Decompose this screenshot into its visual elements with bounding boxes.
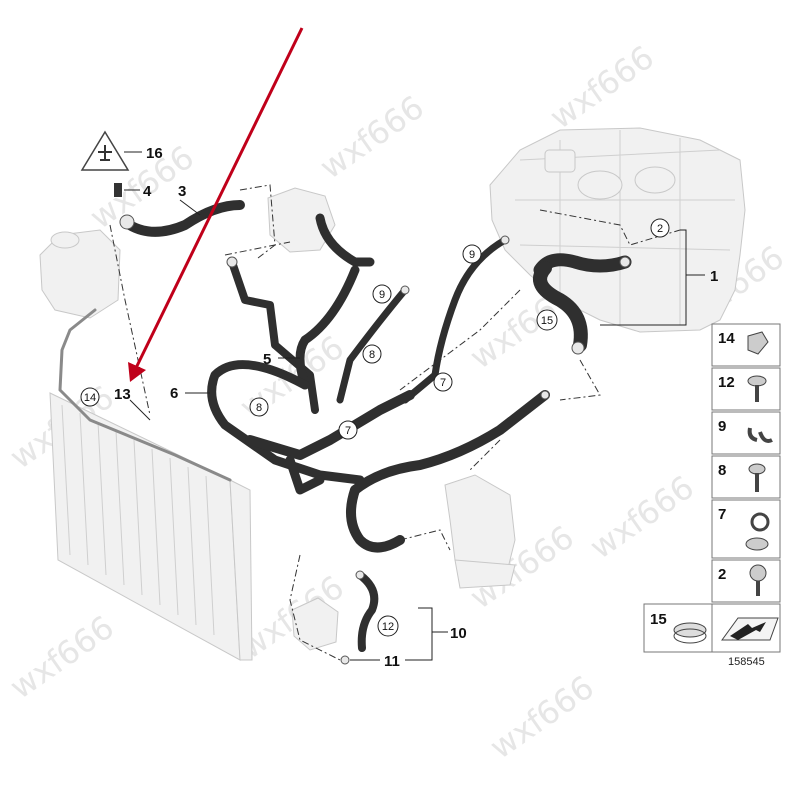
legend-item-9: 9 [711, 411, 781, 455]
svg-text:7: 7 [345, 425, 351, 437]
svg-text:12: 12 [382, 621, 394, 633]
callout-11: 11 [384, 653, 400, 670]
legend-item-2: 2 [711, 559, 781, 603]
svg-text:9: 9 [379, 289, 385, 301]
fluid-drop-icon [98, 145, 112, 161]
callout-7-center: 7 [338, 420, 358, 440]
pointer-arrow-icon [730, 622, 766, 640]
radiator [49, 392, 253, 661]
callout-16: 16 [146, 145, 163, 162]
svg-text:14: 14 [718, 330, 735, 347]
expansion-tank [39, 229, 121, 319]
engine-block [489, 127, 746, 333]
legend-item-14: 14 [711, 323, 781, 367]
svg-text:wxf666: wxf666 [313, 88, 431, 186]
electric-pump [291, 597, 339, 651]
aux-water-pump [444, 474, 516, 589]
svg-text:2: 2 [718, 566, 726, 583]
callout-9-left: 9 [372, 284, 392, 304]
callout-13: 13 [114, 386, 131, 403]
hose-clamps [119, 214, 631, 665]
svg-text:wxf666: wxf666 [583, 468, 701, 566]
parts-legend: 14 12 9 8 7 [643, 323, 781, 653]
radiator-feed-line [58, 308, 232, 482]
warning-triangle-icon [80, 130, 130, 171]
svg-text:15: 15 [541, 315, 553, 327]
svg-text:12: 12 [718, 374, 735, 391]
reference-lines [109, 184, 681, 661]
legend-item-12: 12 [711, 367, 781, 411]
temperature-sensor [114, 183, 122, 197]
callout-2: 2 [650, 218, 670, 238]
callout-14: 14 [80, 387, 100, 407]
svg-text:8: 8 [369, 349, 375, 361]
callout-1: 1 [710, 268, 718, 285]
diagram-number: 158545 [728, 656, 765, 668]
svg-text:14: 14 [84, 392, 96, 404]
callout-5: 5 [263, 351, 271, 368]
callout-10: 10 [450, 625, 467, 642]
callout-12: 12 [377, 615, 399, 637]
callout-8-bottom: 8 [249, 397, 269, 417]
callout-4: 4 [143, 183, 152, 200]
svg-text:7: 7 [440, 377, 446, 389]
callout-8-top: 8 [362, 344, 382, 364]
coolant-hoses [120, 200, 632, 652]
callout-6: 6 [170, 385, 178, 402]
legend-item-15: 15 [643, 603, 713, 653]
legend-item-7: 7 [711, 499, 781, 559]
svg-text:7: 7 [718, 506, 726, 523]
svg-text:wxf666: wxf666 [543, 38, 661, 136]
svg-text:9: 9 [469, 249, 475, 261]
leader-lines [124, 151, 705, 661]
svg-text:wxf666: wxf666 [483, 668, 601, 766]
svg-text:8: 8 [718, 462, 726, 479]
callout-3: 3 [178, 183, 186, 200]
legend-item-8: 8 [711, 455, 781, 499]
svg-text:wxf666: wxf666 [3, 608, 121, 706]
arrow-sign [711, 603, 781, 653]
arrow-icon [128, 27, 304, 382]
svg-text:8: 8 [256, 402, 262, 414]
callout-15: 15 [536, 309, 558, 331]
svg-text:9: 9 [718, 418, 726, 435]
svg-text:2: 2 [657, 223, 663, 235]
svg-text:15: 15 [650, 611, 667, 628]
callout-7-right: 7 [433, 372, 453, 392]
callout-9-right: 9 [462, 244, 482, 264]
